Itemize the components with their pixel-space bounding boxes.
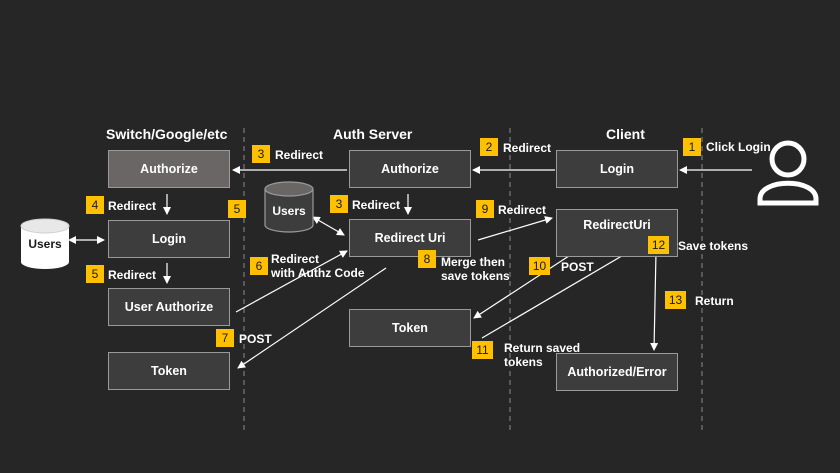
header-client: Client	[606, 126, 645, 142]
step-badge-9: 9	[476, 200, 494, 218]
step-label-7: POST	[239, 332, 272, 346]
step-badge-3b: 3	[330, 195, 348, 213]
arrow-post-token	[473, 251, 576, 319]
step-label-3a: Redirect	[275, 148, 324, 162]
step-badge-3a: 3	[252, 145, 270, 163]
step-label-6: Redirect with Authz Code	[271, 252, 365, 280]
header-switch: Switch/Google/etc	[106, 126, 228, 142]
step-badge-6: 6	[250, 257, 268, 275]
step-badge-7: 7	[216, 329, 234, 347]
step-badge-13: 13	[665, 291, 686, 309]
step-badge-8: 8	[418, 250, 436, 268]
users-database-auth: Users	[264, 181, 314, 233]
step-badge-4: 4	[86, 196, 104, 214]
step-label-2: Redirect	[503, 141, 552, 155]
arrow-users-redirecturi	[311, 216, 345, 236]
arrow-return-saved-tokens	[481, 249, 633, 339]
arrow-user-authorize-to-redirecturi	[235, 250, 348, 313]
authorize-box-auth: Authorize	[349, 150, 471, 188]
step-badge-2: 2	[480, 138, 498, 156]
step-label-13: Return	[695, 294, 734, 308]
step-label-9: Redirect	[498, 203, 547, 217]
step-label-5b: Redirect	[108, 268, 157, 282]
login-box-client: Login	[556, 150, 678, 188]
user-authorize-box: User Authorize	[108, 288, 230, 326]
database-icon	[264, 181, 314, 233]
arrow-redirecturi-to-client	[477, 216, 553, 241]
arrow-redirecturi-to-token	[237, 267, 387, 369]
database-icon	[20, 218, 70, 269]
token-box-auth: Token	[349, 309, 471, 347]
step-badge-10: 10	[529, 257, 550, 275]
step-label-8: Merge then save tokens	[441, 255, 510, 283]
step-badge-11: 11	[472, 341, 493, 359]
step-label-4: Redirect	[108, 199, 157, 213]
token-box-provider: Token	[108, 352, 230, 390]
step-badge-1: 1	[683, 138, 701, 156]
users-label-provider: Users	[28, 237, 62, 251]
users-label-auth: Users	[272, 204, 306, 218]
step-label-11: Return saved tokens	[504, 341, 581, 369]
login-box-provider: Login	[108, 220, 230, 258]
authorized-error-box: Authorized/Error	[556, 353, 678, 391]
header-auth-server: Auth Server	[333, 126, 413, 142]
step-badge-12: 12	[648, 236, 669, 254]
step-badge-5a: 5	[228, 200, 246, 218]
redirect-uri-box-auth: Redirect Uri	[349, 219, 471, 257]
step-label-12: Save tokens	[678, 239, 749, 253]
step-label-10: POST	[561, 260, 594, 274]
user-icon	[757, 140, 819, 206]
redirect-uri-box-client: RedirectUri	[556, 209, 678, 257]
step-badge-5b: 5	[86, 265, 104, 283]
step-label-1: Click Login	[706, 140, 771, 154]
step-label-3b: Redirect	[352, 198, 401, 212]
arrow-return	[650, 251, 659, 351]
users-database-provider: Users	[20, 218, 70, 270]
authorize-box-provider: Authorize	[108, 150, 230, 188]
